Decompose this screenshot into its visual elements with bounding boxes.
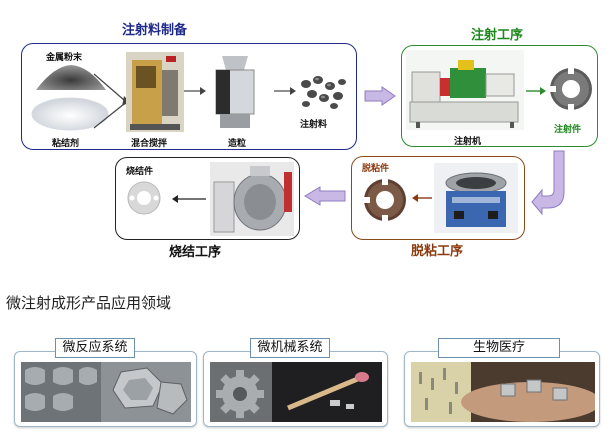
binder-image xyxy=(31,97,109,131)
flow-arrow-prep-to-injection xyxy=(364,86,396,106)
sintering-part-label: 烧结件 xyxy=(126,167,154,177)
sintering-part-image xyxy=(127,181,161,215)
granulation-label: 造粒 xyxy=(228,139,247,149)
injection-machine-label: 注射机 xyxy=(454,137,482,147)
debinding-part-label: 脱粘件 xyxy=(362,164,390,174)
injection-machine-image xyxy=(406,50,524,130)
arrow-to-granulator xyxy=(184,87,206,95)
debinding-box: 脱粘件 xyxy=(351,156,525,240)
prep-title: 注射料制备 xyxy=(122,23,188,38)
debinding-part-image xyxy=(364,179,406,221)
mixer-image xyxy=(126,52,184,132)
flow-arrow-debinding-to-sintering xyxy=(304,186,346,206)
arrow-from-debinding-furnace xyxy=(412,194,432,202)
debinding-furnace-image xyxy=(434,163,518,233)
injection-box: 注射机 注射件 xyxy=(401,45,598,147)
injection-part-label: 注射件 xyxy=(554,125,582,135)
app-tab-biomedical[interactable]: 生物医疗 xyxy=(438,338,560,358)
metal-powder-image xyxy=(36,65,106,90)
binder-label: 粘结剂 xyxy=(52,139,80,149)
biomedical-image xyxy=(411,362,595,422)
app-tab-micro-mechanical[interactable]: 微机械系统 xyxy=(250,338,330,358)
arrow-to-feedstock xyxy=(274,87,296,95)
micro-mechanical-image xyxy=(210,362,382,422)
feedstock-label: 注射料 xyxy=(300,120,328,130)
prep-box: 金属粉末 粘结剂 混合搅拌 xyxy=(21,43,357,150)
debinding-title: 脱粘工序 xyxy=(411,244,464,259)
app-tab-micro-reaction[interactable]: 微反应系统 xyxy=(55,338,135,358)
sintering-box: 烧结件 xyxy=(115,157,300,240)
app-panel-micro-reaction xyxy=(14,351,197,427)
app-panel-biomedical xyxy=(404,351,600,427)
granulator-image xyxy=(208,52,262,132)
arrow-from-sintering-furnace xyxy=(172,195,206,203)
applications-heading: 微注射成形产品应用领域 xyxy=(6,294,172,312)
flow-arrow-injection-to-debinding xyxy=(531,150,565,216)
sintering-title: 烧结工序 xyxy=(169,245,222,260)
sintering-furnace-image xyxy=(210,162,294,236)
metal-powder-label: 金属粉末 xyxy=(46,53,83,63)
arrow-to-injection-part xyxy=(526,87,546,95)
micro-reaction-image xyxy=(21,362,191,422)
injection-title: 注射工序 xyxy=(471,28,524,43)
feedstock-pellets-image xyxy=(301,76,346,109)
app-panel-micro-mechanical xyxy=(203,351,388,427)
injection-part-image xyxy=(550,68,592,110)
mixing-label: 混合搅拌 xyxy=(131,139,168,149)
